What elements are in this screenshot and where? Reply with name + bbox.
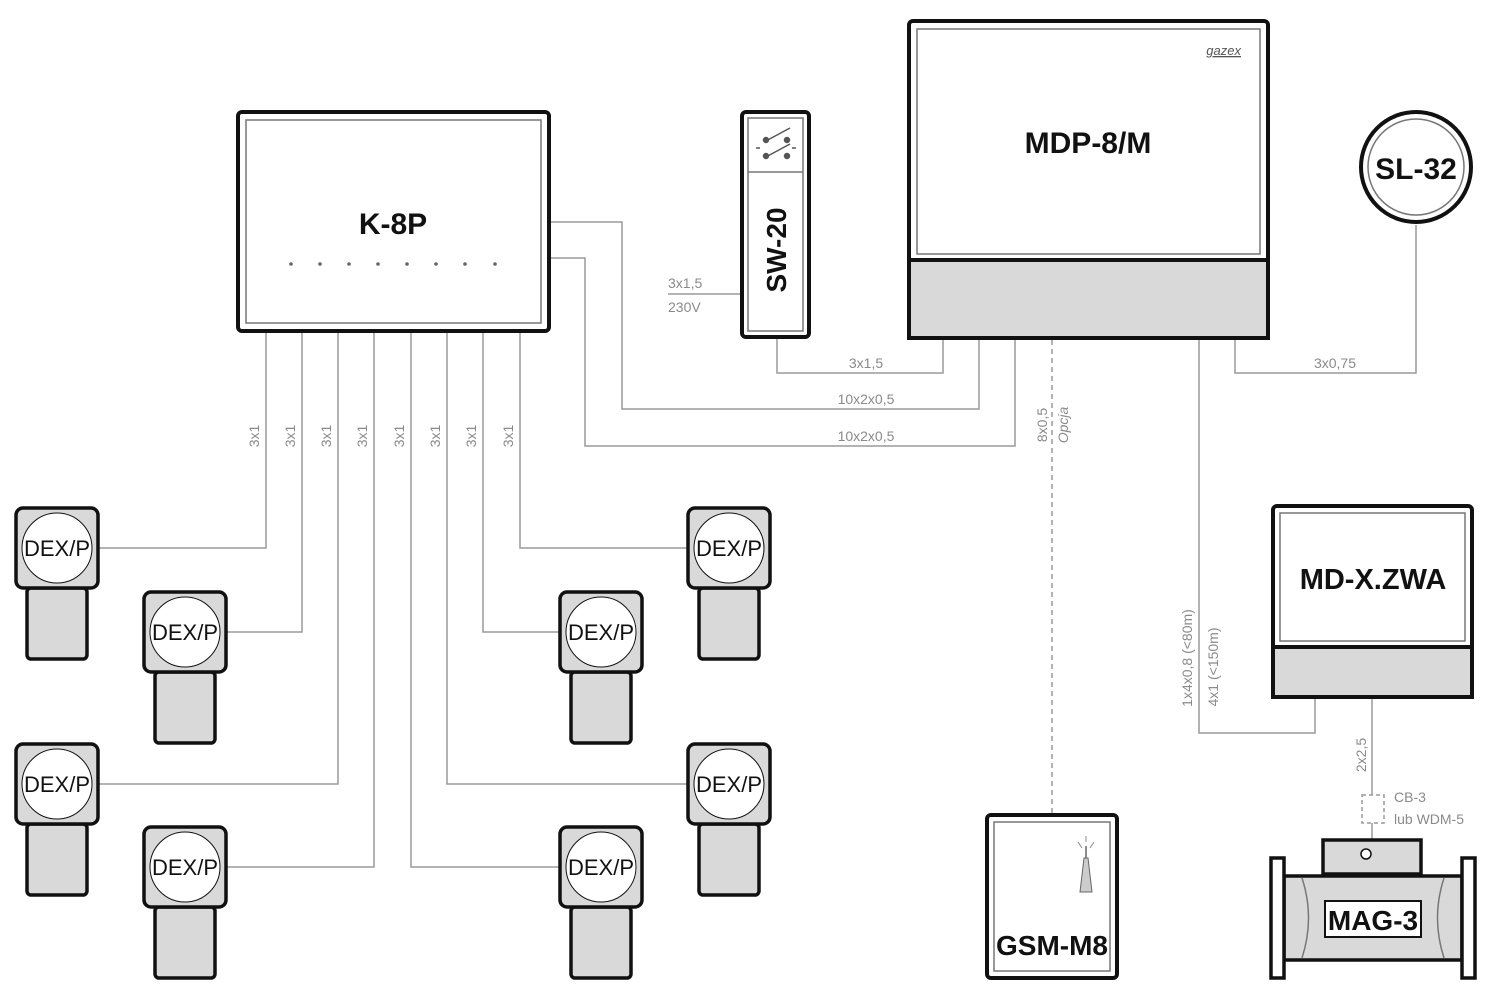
wire-mdp-mdx xyxy=(1198,340,1316,734)
cable-labels: 3x1,5 230V 3x1,5 10x2x0,5 10x2x0,5 3x0,7… xyxy=(246,275,1464,827)
wires xyxy=(98,221,1417,868)
dex-p-detector: DEX/P xyxy=(558,590,644,745)
detector-body xyxy=(153,905,217,980)
cable-mdp-sl: 3x0,75 xyxy=(1314,355,1356,371)
cable-det-6: 3x1 xyxy=(427,425,443,448)
detector-face xyxy=(21,512,93,584)
dex-p-detector: DEX/P xyxy=(14,742,100,897)
cable-det-4: 3x1 xyxy=(354,425,370,448)
detector-label: DEX/P xyxy=(568,620,634,645)
cable-mdx-b: 4x1 (<150m) xyxy=(1205,628,1221,707)
detector-body xyxy=(569,670,633,745)
wire-det-1 xyxy=(98,333,267,549)
detector-label: DEX/P xyxy=(24,536,90,561)
detector-body xyxy=(569,905,633,980)
detector-face xyxy=(149,831,221,903)
detector-body xyxy=(153,670,217,745)
dex-p-detector: DEX/P xyxy=(142,590,228,745)
detector-label: DEX/P xyxy=(696,772,762,797)
cable-k-mdp-1: 10x2x0,5 xyxy=(838,391,895,407)
cable-det-1: 3x1 xyxy=(246,425,262,448)
cable-sw-mdp: 3x1,5 xyxy=(849,355,883,371)
detector-body xyxy=(697,586,761,661)
mdx-label: MD-X.ZWA xyxy=(1300,564,1447,596)
detector-body xyxy=(697,822,761,897)
cable-cb-a: CB-3 xyxy=(1394,789,1426,805)
wire-mdp-sl xyxy=(1234,225,1417,374)
mdp-module: MDP-8/M gazex xyxy=(907,19,1270,340)
cable-det-5: 3x1 xyxy=(391,425,407,448)
dex-p-detector: DEX/P xyxy=(686,742,772,897)
cb3-box xyxy=(1361,794,1385,824)
cable-det-3: 3x1 xyxy=(318,425,334,448)
detector-face xyxy=(565,831,637,903)
k8p-leds xyxy=(289,262,497,266)
wire-det-6 xyxy=(446,333,690,785)
cable-mdx-a: 1x4x0,8 (<80m) xyxy=(1179,609,1195,707)
wire-sw-mdp xyxy=(776,338,944,374)
detector-label: DEX/P xyxy=(152,855,218,880)
dex-p-detector: DEX/P xyxy=(142,825,228,980)
detector-label: DEX/P xyxy=(696,536,762,561)
antenna-icon xyxy=(1077,836,1095,893)
k8p-label: K-8P xyxy=(359,208,427,241)
detector-face xyxy=(565,596,637,668)
gsm-label: GSM-M8 xyxy=(996,930,1108,961)
detector-face xyxy=(21,748,93,820)
detector-label: DEX/P xyxy=(24,772,90,797)
cable-k-mdp-2: 10x2x0,5 xyxy=(838,428,895,444)
cable-cb-b: lub WDM-5 xyxy=(1394,811,1464,827)
detector-face xyxy=(693,748,765,820)
wire-k8p-mdp-1 xyxy=(550,221,980,410)
switch-icon xyxy=(756,127,796,160)
cable-power-a: 3x1,5 xyxy=(668,275,702,291)
detector-label: DEX/P xyxy=(568,855,634,880)
cable-power-b: 230V xyxy=(668,299,701,315)
cable-det-8: 3x1 xyxy=(500,425,516,448)
mag3-label: MAG-3 xyxy=(1328,905,1418,936)
gsm-module: GSM-M8 xyxy=(985,813,1119,980)
cable-gsm-a: 8x0,5 xyxy=(1034,408,1050,442)
detector-face xyxy=(693,512,765,584)
cable-det-2: 3x1 xyxy=(282,425,298,448)
detector-label: DEX/P xyxy=(152,620,218,645)
wire-k8p-mdp-2 xyxy=(550,257,1016,447)
k8p-module: K-8P xyxy=(236,110,551,333)
dex-p-detector: DEX/P xyxy=(558,825,644,980)
sw20-label: SW-20 xyxy=(761,207,792,292)
dex-p-detector: DEX/P xyxy=(686,506,772,661)
wire-det-8 xyxy=(519,333,690,549)
mdp-label: MDP-8/M xyxy=(1025,127,1152,160)
cable-gsm-b: Opcja xyxy=(1055,407,1071,444)
wire-det-3 xyxy=(98,333,339,785)
mdx-module: MD-X.ZWA xyxy=(1271,504,1474,699)
sl32-siren: SL-32 xyxy=(1359,110,1473,224)
sw20-module: SW-20 xyxy=(740,110,811,339)
detectors: DEX/P DEX/P DEX/P DEX/P DEX/P DEX/P DEX/P DEX/P xyxy=(14,506,772,980)
mag3-valve: MAG-3 xyxy=(1269,838,1477,980)
cable-mag: 2x2,5 xyxy=(1353,738,1369,772)
detector-body xyxy=(25,822,89,897)
dex-p-detector: DEX/P xyxy=(14,506,100,661)
detector-face xyxy=(149,596,221,668)
detector-body xyxy=(25,586,89,661)
wire-det-4 xyxy=(226,333,375,868)
cable-det-7: 3x1 xyxy=(463,425,479,448)
brand-logo: gazex xyxy=(1206,43,1241,58)
wire-det-2 xyxy=(226,333,303,633)
wire-det-5 xyxy=(410,333,562,868)
sl32-label: SL-32 xyxy=(1375,153,1457,186)
wire-det-7 xyxy=(482,333,562,633)
